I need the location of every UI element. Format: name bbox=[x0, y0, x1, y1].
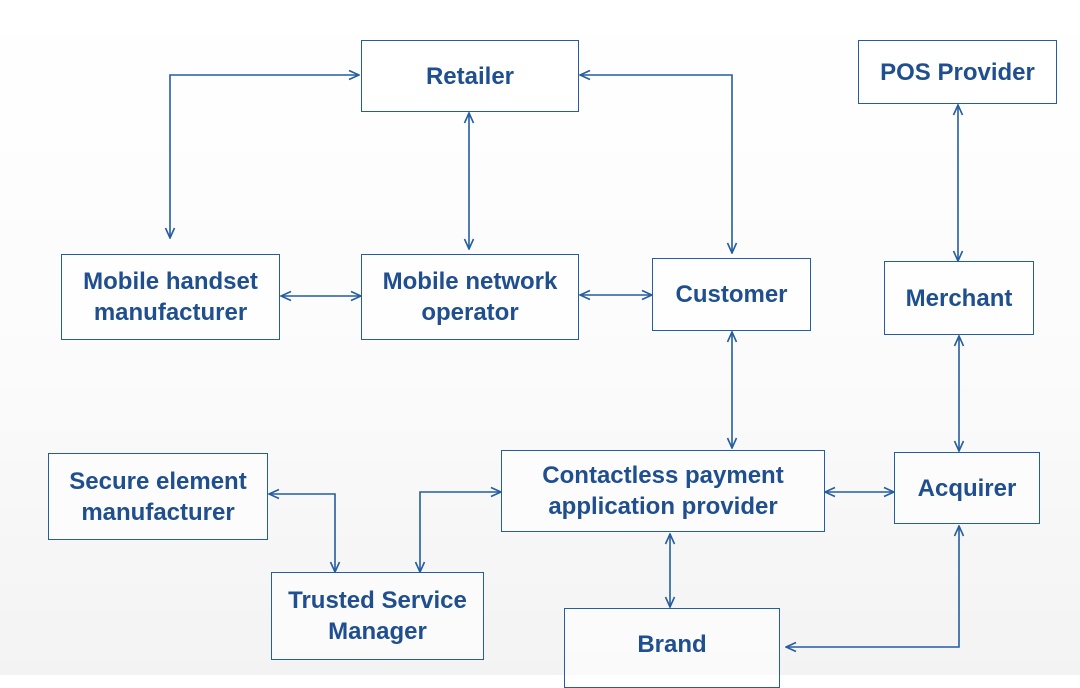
node-customer-label: Customer bbox=[675, 281, 788, 308]
node-pos-provider-label: POS Provider bbox=[880, 58, 1035, 86]
node-trusted-service-manager-line2: Manager bbox=[328, 618, 427, 645]
node-handset-manufacturer: Mobile handset manufacturer bbox=[61, 254, 280, 340]
node-handset-manufacturer-line1: Mobile handset bbox=[83, 268, 258, 295]
node-pos-provider: POS Provider bbox=[858, 40, 1057, 104]
edge-retailer-handset bbox=[170, 75, 359, 238]
edge-retailer-customer bbox=[580, 75, 732, 253]
node-retailer-label: Retailer bbox=[425, 62, 515, 90]
node-secure-element-manufacturer-line1: Secure element bbox=[69, 467, 247, 495]
node-payment-app-provider-line1: Contactless payment bbox=[542, 462, 784, 489]
node-secure-element-manufacturer-line2: manufacturer bbox=[81, 498, 235, 526]
node-customer: Customer bbox=[652, 258, 811, 331]
node-network-operator-line1: Mobile network bbox=[382, 268, 558, 295]
node-brand-label: Brand bbox=[637, 631, 707, 658]
node-merchant-label: Merchant bbox=[905, 284, 1013, 312]
edge-secure-element-tsm bbox=[269, 494, 335, 572]
node-merchant: Merchant bbox=[884, 261, 1034, 335]
node-handset-manufacturer-line2: manufacturer bbox=[93, 299, 248, 326]
node-acquirer-label: Acquirer bbox=[917, 474, 1017, 502]
edge-payment-provider-tsm bbox=[420, 492, 501, 572]
node-trusted-service-manager-line1: Trusted Service bbox=[288, 587, 467, 614]
node-retailer: Retailer bbox=[361, 40, 579, 112]
node-network-operator: Mobile network operator bbox=[361, 254, 579, 340]
node-secure-element-manufacturer: Secure element manufacturer bbox=[48, 453, 268, 540]
node-acquirer: Acquirer bbox=[894, 452, 1040, 524]
node-network-operator-line2: operator bbox=[421, 299, 519, 326]
node-payment-app-provider-line2: application provider bbox=[548, 493, 778, 520]
node-brand: Brand bbox=[564, 608, 780, 688]
node-payment-app-provider: Contactless payment application provider bbox=[501, 450, 825, 532]
node-trusted-service-manager: Trusted Service Manager bbox=[271, 572, 484, 660]
edge-acquirer-brand bbox=[786, 526, 959, 647]
